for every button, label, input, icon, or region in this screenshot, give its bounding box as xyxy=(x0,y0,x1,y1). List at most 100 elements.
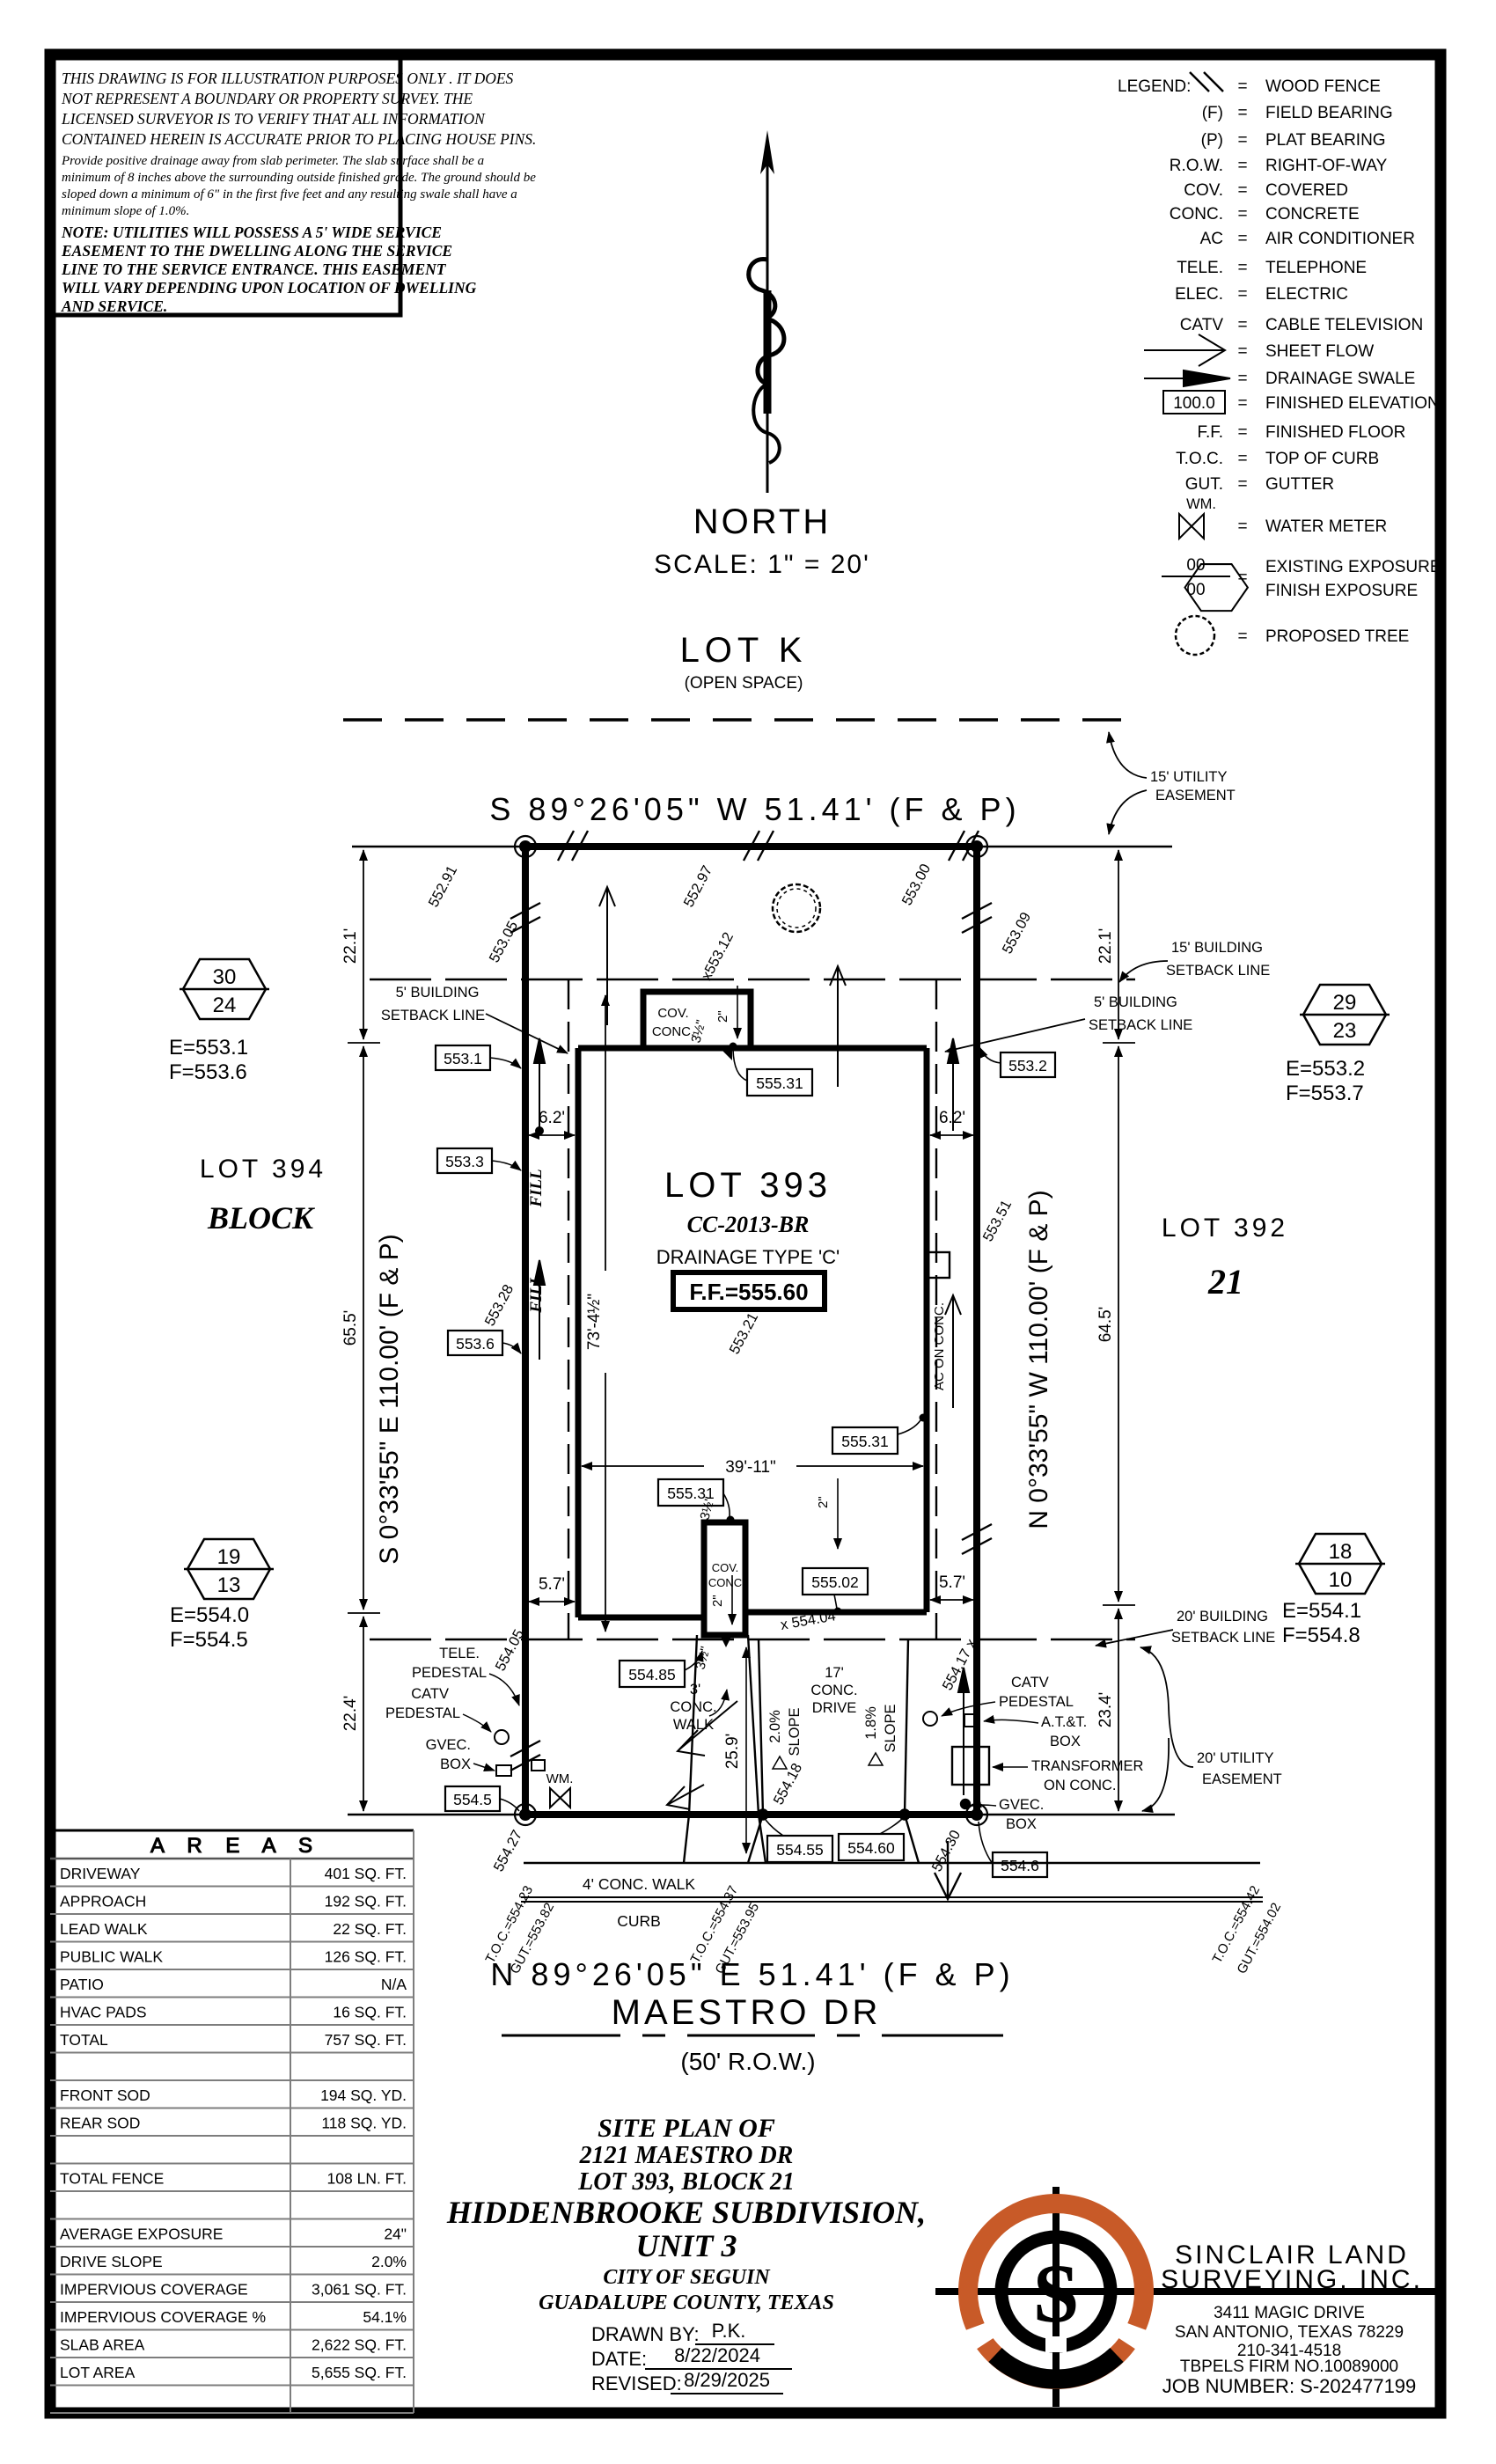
ff-box xyxy=(671,1270,827,1312)
svg-text:HIDDENBROOKE SUBDIVISION,: HIDDENBROOKE SUBDIVISION, xyxy=(446,2195,926,2230)
svg-text:13: 13 xyxy=(217,1573,241,1597)
cc-label: CC-2013-BR xyxy=(687,1212,810,1237)
disclaimer-line: THIS DRAWING IS FOR ILLUSTRATION PURPOSE… xyxy=(62,70,514,87)
disclaimer-line: sloped down a minimum of 6" in the first… xyxy=(62,187,517,202)
street xyxy=(521,1841,1263,1903)
dim-5-7-left: 5.7' xyxy=(539,1575,565,1594)
svg-text:F=553.6: F=553.6 xyxy=(169,1060,247,1084)
ff-label: F.F.=555.60 xyxy=(689,1279,808,1305)
svg-text:x553.12: x553.12 xyxy=(699,930,737,983)
boxed-elevations: 553.1 553.3 553.6 553.2 555.31 555.31 55… xyxy=(434,1042,1057,1879)
legend-sym: GUT. xyxy=(1185,475,1223,494)
ac-on-conc-label: AC ON CONC. xyxy=(932,1302,947,1390)
svg-text:BOX: BOX xyxy=(1050,1734,1081,1749)
legend-desc: SHEET FLOW xyxy=(1265,342,1374,361)
svg-text:GVEC.: GVEC. xyxy=(999,1797,1044,1813)
svg-text:23: 23 xyxy=(1333,1019,1357,1043)
table-row-value: 118 SQ. YD. xyxy=(321,2115,407,2132)
fill-label2: FILL xyxy=(527,1274,546,1313)
legend-desc: WATER METER xyxy=(1265,517,1387,536)
svg-text:SETBACK LINE: SETBACK LINE xyxy=(1171,1630,1275,1646)
svg-text:SINCLAIR LAND: SINCLAIR LAND xyxy=(1175,2240,1409,2270)
svg-text:ON CONC.: ON CONC. xyxy=(1044,1778,1117,1793)
svg-text:=: = xyxy=(1237,230,1247,248)
table-row-label: TOTAL xyxy=(60,2031,108,2049)
ac-pad xyxy=(925,1250,951,1280)
legend-desc: GUTTER xyxy=(1265,475,1334,494)
legend-sym: (P) xyxy=(1201,131,1223,150)
bearing-north-label: S 89°26'05" W 51.41' (F & P) xyxy=(489,791,1020,827)
svg-text:552.97: 552.97 xyxy=(681,863,716,910)
svg-text:F=554.8: F=554.8 xyxy=(1282,1624,1360,1647)
svg-text:CONC.: CONC. xyxy=(810,1683,857,1698)
svg-text:555.31: 555.31 xyxy=(756,1074,803,1092)
svg-text:15' UTILITY: 15' UTILITY xyxy=(1150,769,1228,785)
legend-sym: T.O.C. xyxy=(1176,450,1223,468)
table-row-label: FRONT SOD xyxy=(60,2086,150,2104)
bearing-west-label: S 0°33'55" E 110.00' (F & P) xyxy=(375,1234,404,1564)
svg-text:552.91: 552.91 xyxy=(426,863,461,910)
dim-65-5: 65.5' xyxy=(341,1310,360,1346)
svg-text:PEDESTAL: PEDESTAL xyxy=(412,1665,487,1681)
open-space-label: (OPEN SPACE) xyxy=(685,674,803,693)
table-row-value: 24" xyxy=(384,2226,407,2243)
legend-desc: TOP OF CURB xyxy=(1265,450,1379,468)
walk-drive xyxy=(682,1634,972,1864)
svg-text:210-341-4518: 210-341-4518 xyxy=(1237,2342,1341,2360)
dim-6-2-left: 6.2' xyxy=(539,1109,565,1127)
table-row-value: 22 SQ. FT. xyxy=(333,1920,407,1938)
disclaimer-line: NOT REPRESENT A BOUNDARY OR PROPERTY SUR… xyxy=(61,90,473,107)
house-outline xyxy=(575,988,930,1639)
dim-22-1-left: 22.1' xyxy=(341,928,360,964)
svg-text:CONC.: CONC. xyxy=(670,1699,716,1715)
svg-text:554.60: 554.60 xyxy=(847,1839,895,1857)
legend-desc: FIELD BEARING xyxy=(1265,104,1393,122)
lot-394-label: LOT 394 xyxy=(200,1155,326,1184)
sheet-flow-icon xyxy=(1144,334,1227,367)
table-row-label: REAR SOD xyxy=(60,2115,140,2132)
svg-text:555.31: 555.31 xyxy=(841,1433,889,1450)
svg-text:30: 30 xyxy=(213,965,237,989)
table-row-label: APPROACH xyxy=(60,1893,146,1910)
svg-text:PEDESTAL: PEDESTAL xyxy=(999,1694,1074,1710)
dim-23-4: 23.4' xyxy=(1096,1692,1115,1728)
table-row-label: TOTAL FENCE xyxy=(60,2170,164,2188)
legend-desc: ELECTRIC xyxy=(1265,285,1348,304)
svg-text:553.2: 553.2 xyxy=(1008,1057,1047,1074)
table-row-value: 5,655 SQ. FT. xyxy=(312,2364,407,2381)
hexagon-18-10: 18 10 E=554.1 F=554.8 xyxy=(1282,1532,1385,1647)
fill-label: FILL xyxy=(527,1169,546,1207)
table-row-label: AVERAGE EXPOSURE xyxy=(60,2226,223,2243)
disclaimer-line: Provide positive drainage away from slab… xyxy=(61,154,484,168)
svg-text:2121 MAESTRO DR: 2121 MAESTRO DR xyxy=(579,2142,794,2169)
boundary-tick-marks xyxy=(510,830,993,1772)
block-21-label: 21 xyxy=(1207,1262,1243,1302)
table-row-value: 126 SQ. FT. xyxy=(325,1948,407,1966)
svg-text:=: = xyxy=(1237,104,1247,122)
svg-text:=: = xyxy=(1237,370,1247,388)
svg-text:5' BUILDING: 5' BUILDING xyxy=(1094,994,1177,1010)
table-row-value: 2,622 SQ. FT. xyxy=(312,2336,407,2354)
legend-sym: WM. xyxy=(1186,496,1216,512)
svg-text:GVEC.: GVEC. xyxy=(426,1737,471,1753)
table-row-value: 192 SQ. FT. xyxy=(325,1893,407,1910)
legend-desc: EXISTING EXPOSURE xyxy=(1265,558,1441,576)
svg-text:555.02: 555.02 xyxy=(811,1573,859,1591)
legend-title: LEGEND: xyxy=(1118,77,1191,96)
svg-text:SLOPE: SLOPE xyxy=(883,1704,898,1752)
svg-text:3411 MAGIC DRIVE: 3411 MAGIC DRIVE xyxy=(1214,2304,1365,2322)
svg-text:WM.: WM. xyxy=(546,1771,574,1786)
svg-text:20' UTILITY: 20' UTILITY xyxy=(1197,1750,1274,1766)
flow-arrows xyxy=(532,884,971,1810)
disclaimer-line: LICENSED SURVEYOR IS TO VERIFY THAT ALL … xyxy=(61,110,486,128)
svg-text:EASEMENT: EASEMENT xyxy=(1155,788,1236,803)
page-border xyxy=(44,48,1447,2419)
svg-text:=: = xyxy=(1237,627,1247,646)
left-dimension-chain xyxy=(348,849,380,1812)
svg-text:15' BUILDING: 15' BUILDING xyxy=(1171,940,1263,956)
svg-text:DRAWN BY:: DRAWN BY: xyxy=(591,2323,700,2345)
svg-text:PEDESTAL: PEDESTAL xyxy=(385,1705,460,1721)
svg-text:=: = xyxy=(1237,131,1247,150)
svg-text:=: = xyxy=(1237,394,1247,413)
